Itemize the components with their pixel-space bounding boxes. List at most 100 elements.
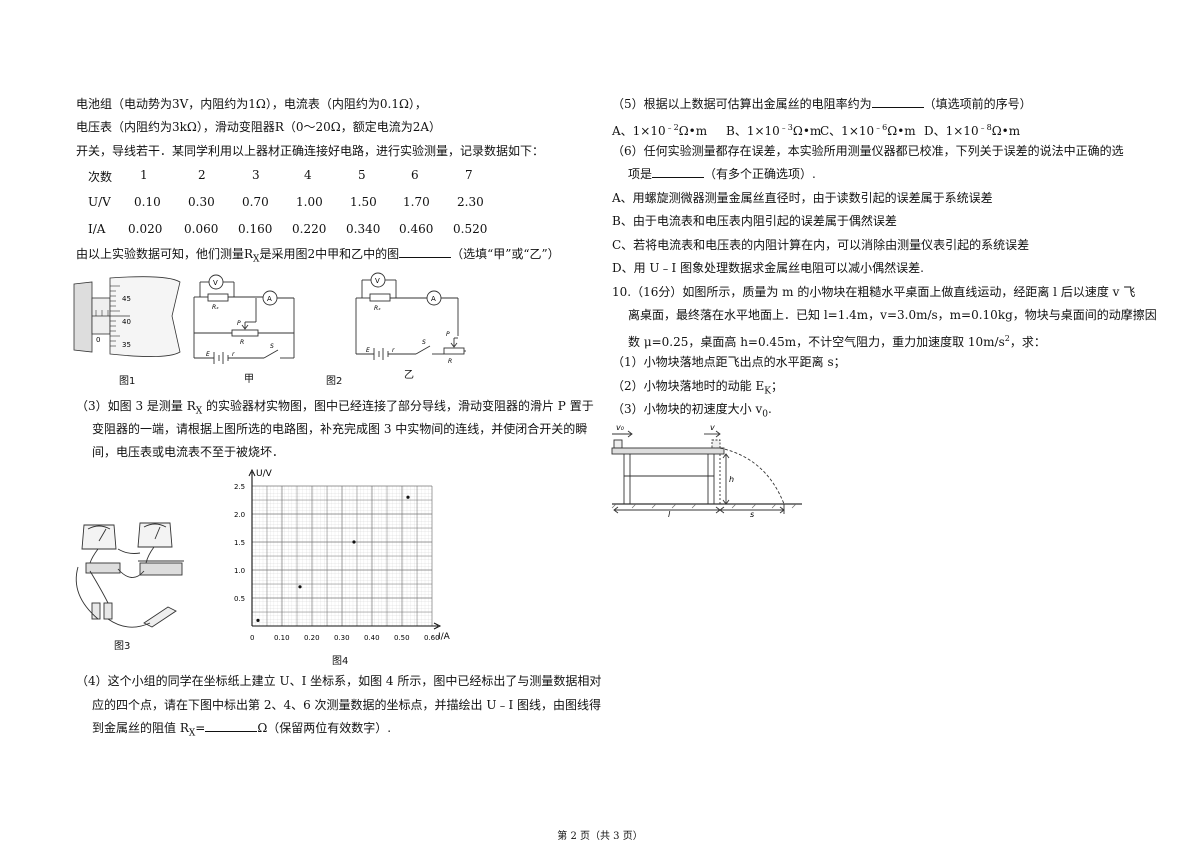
text: ； [770, 379, 783, 393]
y-tick-labels: 0.51.01.52.02.5 [234, 483, 245, 603]
y-tick-label: 1.5 [234, 539, 245, 547]
q10-item-3: （3）小物块的初速度大小 v0. [612, 401, 772, 422]
text: D、1×10 [924, 124, 979, 138]
page-footer: 第 2 页（共 3 页） [557, 831, 643, 842]
svg-text:E: E [206, 351, 210, 358]
circuit-yi: V A Rₓ E r S R P [355, 272, 466, 365]
q6-option-d[interactable]: D、用 U﹣I 图象处理数据求金属丝电阻可以减小偶然误差. [612, 261, 924, 275]
micrometer-figure: 45 40 35 0 [73, 276, 181, 357]
cell: 2 [198, 168, 206, 182]
svg-text:v: v [710, 423, 715, 432]
text: = [195, 721, 206, 735]
superscript: ﹣2 [665, 123, 679, 132]
cell: 5 [358, 168, 366, 182]
svg-text:r: r [392, 347, 395, 354]
text: Ω（保留两位有效数字）. [257, 721, 392, 735]
q5-option-a[interactable]: A、1×10﹣2Ω•m [612, 120, 707, 139]
subscript: 0 [762, 409, 768, 420]
text: 的实验器材实物图，图中已经连接了部分导线，滑动变阻器的滑片 P 置于 [202, 399, 594, 413]
data-point [298, 585, 302, 589]
intro-line-1: 电池组（电动势为3V，内阻约为1Ω），电流表（内阻约为0.1Ω）， [76, 97, 427, 111]
cell: 6 [411, 168, 419, 182]
cell: 0.10 [134, 195, 161, 209]
answer-blank[interactable] [652, 166, 705, 178]
y-axis-label: U/V [256, 469, 273, 479]
q5-option-d[interactable]: D、1×10﹣8Ω•m [924, 120, 1020, 139]
subscript: X [253, 254, 260, 265]
q10-item-2: （2）小物块落地时的动能 EK； [612, 378, 783, 399]
answer-blank[interactable] [871, 96, 924, 108]
fig2-label-yi: 乙 [404, 370, 414, 381]
text: （填选项前的序号） [923, 97, 1032, 111]
answer-blank[interactable] [399, 246, 452, 258]
x-axis-arrow [433, 622, 442, 630]
q10-line-2: 离桌面，最终落在水平地面上．已知 l=1.4m，v=3.0m/s，m=0.10k… [628, 308, 1157, 322]
q3-line-3: 间，电压表或电流表不至于被烧坏． [92, 445, 285, 459]
svg-text:s: s [750, 510, 754, 518]
text: ，求： [1009, 335, 1046, 349]
cell: 3 [252, 168, 260, 182]
q5-option-c[interactable]: C、1×10﹣6Ω•m [820, 120, 916, 139]
svg-text:A: A [431, 295, 436, 303]
answer-blank[interactable] [205, 720, 258, 732]
x-tick-label: 0 [250, 634, 254, 642]
cell: 0.160 [238, 222, 273, 236]
svg-text:E: E [366, 347, 370, 354]
q6-line-1: （6）任何实验测量都存在误差，本实验所用测量仪器都已校准，下列关于误差的说法中正… [612, 144, 1124, 158]
subscript: X [195, 406, 203, 417]
svg-text:A: A [267, 295, 272, 303]
q3-line-1: （3）如图 3 是测量 RX 的实验器材实物图，图中已经连接了部分导线，滑动变阻… [76, 398, 594, 419]
x-tick-label: 0.40 [364, 634, 380, 642]
row-label: U/V [88, 195, 111, 209]
cell: 1.50 [350, 195, 377, 209]
cell: 0.220 [292, 222, 327, 236]
intro-line-2: 电压表（内阻约为3kΩ），滑动变阻器R（0～20Ω，额定电流为2A） [76, 120, 442, 134]
cell: 2.30 [457, 195, 484, 209]
q10-line-3: 数 μ=0.25，桌面高 h=0.45m，不计空气阻力，重力加速度取 10m/s… [628, 331, 1046, 350]
svg-text:S: S [422, 339, 426, 346]
q6-option-a[interactable]: A、用螺旋测微器测量金属丝直径时，由于读数引起的误差属于系统误差 [612, 191, 993, 205]
x-tick-label: 0.60 [424, 634, 440, 642]
x-axis-label: I/A [438, 632, 451, 642]
q6-option-c[interactable]: C、若将电流表和电压表的内阻计算在内，可以消除由测量仪表引起的系统误差 [612, 238, 1030, 252]
superscript: ﹣6 [874, 123, 888, 132]
circuit-jia: V A Rₓ P R E r S [193, 274, 295, 364]
cell: 0.520 [453, 222, 488, 236]
text: 由以上实验数据可知，他们测量R [76, 247, 254, 261]
fig1-caption: 图1 [119, 376, 136, 387]
micrometer-tick: 40 [122, 318, 131, 326]
cell: 7 [465, 168, 473, 182]
text: . [767, 402, 772, 416]
q6-option-b[interactable]: B、由于电流表和电压表内阻引起的误差属于偶然误差 [612, 214, 897, 228]
data-points [256, 495, 410, 622]
svg-text:Rₓ: Rₓ [212, 304, 219, 311]
text: （3）如图 3 是测量 R [76, 399, 196, 413]
q10-line-1: 10.（16分）如图所示，质量为 m 的小物块在粗糙水平桌面上做直线运动，经距离… [612, 285, 1136, 299]
y-tick-label: 2.0 [234, 511, 245, 519]
text: （有多个正确选项）. [704, 167, 816, 181]
superscript: ﹣8 [978, 123, 992, 132]
micrometer-tick: 0 [96, 336, 100, 344]
subscript: K [764, 386, 771, 397]
svg-text:P: P [446, 331, 450, 338]
svg-text:R: R [448, 358, 452, 365]
cell: 1 [140, 168, 148, 182]
svg-text:l: l [668, 510, 671, 518]
x-tick-label: 0.30 [334, 634, 350, 642]
text: Ω•m [887, 124, 916, 138]
cell: 0.70 [242, 195, 269, 209]
cell: 0.340 [346, 222, 381, 236]
q5-option-b[interactable]: B、1×10﹣3Ω•m [726, 120, 821, 139]
subscript: X [188, 728, 196, 739]
svg-text:R: R [240, 339, 244, 346]
superscript: 2 [1004, 334, 1010, 343]
cell: 1.00 [296, 195, 323, 209]
x-tick-label: 0.50 [394, 634, 410, 642]
y-tick-label: 2.5 [234, 483, 245, 491]
text: Ω•m [678, 124, 708, 138]
svg-text:h: h [729, 475, 734, 484]
x-tick-label: 0.20 [304, 634, 320, 642]
fig4-caption: 图4 [332, 656, 349, 667]
fig2-label-jia: 甲 [244, 374, 254, 385]
text: 项是 [628, 167, 653, 181]
